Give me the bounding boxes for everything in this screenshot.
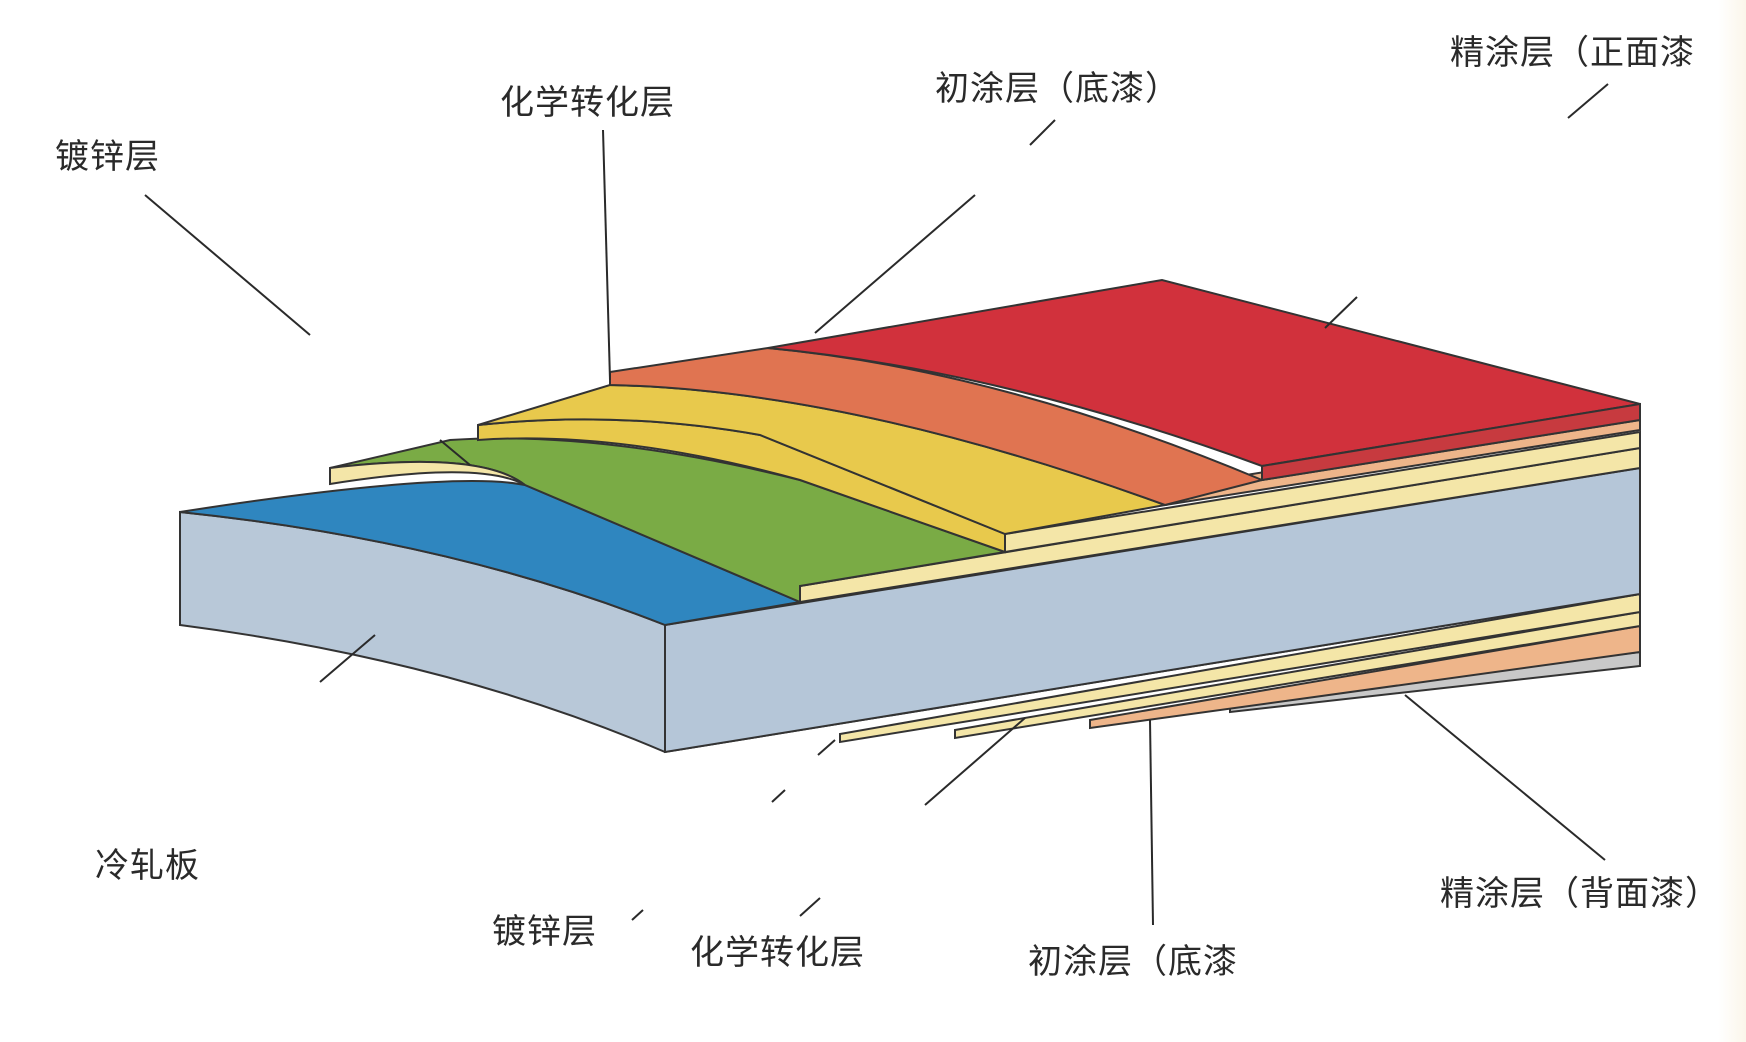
leader-top-chemical: [602, 129, 611, 381]
leader-green: [439, 439, 471, 466]
leader-bottom-primer: [1149, 719, 1154, 926]
label-top-galvanized: 镀锌层: [55, 137, 160, 177]
leader-top-galvanized: [144, 194, 311, 336]
galvanized-layer: [179, 480, 804, 627]
back-layer-peach: [1089, 624, 1641, 730]
leader-bottom-finish: [1404, 694, 1606, 861]
label-top-primer: 初涂层（底漆）: [935, 69, 1180, 109]
leader-top-finish-b: [1324, 296, 1358, 329]
leader-bottom-chem-b: [799, 897, 821, 917]
leader-bottom-gal-a: [817, 739, 836, 756]
back-layer-cream-2: [954, 610, 1641, 740]
label-bottom-chemical-conversion: 化学转化层: [690, 933, 865, 973]
label-cold-rolled: 冷轧板: [95, 846, 200, 886]
leader-bottom-gal-b: [771, 789, 786, 803]
label-top-chemical-conversion: 化学转化层: [500, 83, 675, 123]
label-top-finish-coat: 精涂层（正面漆: [1450, 33, 1695, 73]
leader-bottom-chem-a: [924, 717, 1026, 806]
leader-top-finish-a: [1567, 83, 1609, 119]
label-bottom-finish-coat: 精涂层（背面漆）: [1440, 874, 1720, 914]
leader-bottom-gal-c: [631, 909, 644, 921]
leader-top-primer-a: [1029, 119, 1056, 146]
top-coat-layer: [767, 278, 1641, 468]
label-bottom-galvanized: 镀锌层: [492, 912, 597, 952]
conversion-layer-edge: [329, 460, 526, 486]
leader-steel: [319, 634, 376, 683]
back-layer-cream-1: [839, 592, 1641, 744]
leader-top-primer-b: [814, 194, 976, 334]
right-edge-fade: [1718, 0, 1746, 1042]
label-bottom-primer: 初涂层（底漆: [1028, 942, 1238, 982]
top-coat-edge: [1261, 402, 1641, 482]
